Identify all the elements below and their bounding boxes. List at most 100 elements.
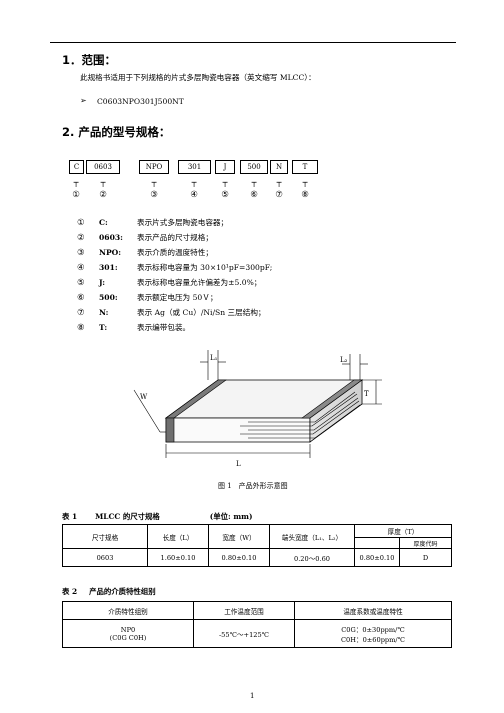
legend-description: 表示片式多层陶瓷电容器； (137, 218, 229, 227)
code-marker-number: ⑧ (301, 190, 309, 200)
legend-number: ⑦ (77, 307, 85, 318)
legend-description: 表示额定电压为 50Ｖ； (137, 293, 218, 302)
legend-item: ② 0603: 表示产品的尺寸规格； (77, 231, 213, 244)
legend-number: ② (77, 232, 85, 243)
table-row: 0603 1.60±0.10 0.80±0.10 0.20～0.60 0.80±… (62, 548, 452, 567)
code-part-box: 0603 (86, 160, 120, 174)
code-marker-tick: ┬ (251, 178, 257, 187)
table-1-caption: 表 1 MLCC 的尺寸规格 (单位: mm) (62, 511, 253, 522)
code-marker-number: ⑦ (275, 190, 283, 200)
legend-item: ⑤ J: 表示标称电容量允许偏差为±5.0%； (77, 276, 261, 289)
table-1-number: 表 1 (62, 512, 78, 521)
code-marker-number: ④ (190, 190, 198, 200)
table-2-number: 表 2 (62, 587, 78, 596)
legend-item: ③ NPO: 表示介质的温度特性； (77, 246, 213, 259)
table-sub-header: 厚度代码 (399, 537, 452, 549)
capacitor-diagram: L₁ L₂ T W L (133, 350, 382, 468)
legend-item: ① C: 表示片式多层陶瓷电容器； (77, 216, 228, 229)
table-cell: 1.60±0.10 (147, 548, 209, 567)
code-marker-number: ① (72, 190, 80, 200)
legend-number: ③ (77, 247, 85, 258)
code-part-box: N (270, 160, 288, 174)
table-header: 温度系数或温度特性 (294, 601, 452, 620)
legend-description: 表示介质的温度特性； (137, 248, 213, 257)
table-1-unit: (单位: mm) (209, 512, 253, 521)
code-marker-number: ③ (150, 190, 158, 200)
table-cell: NP0 (C0G C0H) (62, 619, 194, 648)
code-marker-tick: ┬ (100, 178, 106, 187)
code-marker-tick: ┬ (73, 178, 79, 187)
legend-code: 500: (99, 293, 118, 302)
figure-caption: 图 1 产品外形示意图 (218, 482, 288, 490)
left-terminal-front (165, 417, 175, 443)
legend-code: C: (99, 218, 108, 227)
table-header: 宽度（W） (208, 524, 270, 549)
dim-label-l: L (236, 460, 241, 468)
group-name: NP0 (120, 625, 136, 634)
legend-code: J: (99, 278, 106, 287)
legend-description: 表示标称电容量为 30×10¹pF=300pF; (137, 263, 273, 272)
table-cell: 0.20～0.60 (269, 548, 355, 567)
code-part-box: 500 (240, 160, 268, 174)
electrode-layers (240, 391, 361, 439)
dim-label-t: T (364, 390, 369, 398)
legend-item: ④ 301: 表示标称电容量为 30×10¹pF=300pF; (77, 261, 272, 274)
table-row: NP0 (C0G C0H) -55℃～+125℃ C0G：0±30ppm/℃ C… (62, 619, 452, 648)
table-cell: 0.80±0.10 (354, 548, 400, 567)
table-cell: 0603 (62, 548, 148, 567)
legend-code: T: (99, 323, 108, 332)
legend-number: ⑧ (77, 322, 85, 333)
table-cell: -55℃～+125℃ (193, 619, 295, 648)
dielectric-table: 介质特性组别 工作温度范围 温度系数或温度特性 NP0 (C0G C0H) -5… (62, 601, 452, 648)
code-marker-tick: ┬ (222, 178, 228, 187)
page-number: 1 (250, 692, 255, 700)
legend-code: NPO: (99, 248, 122, 257)
dimensions-table: 尺寸规格 长度（L） 宽度（W） 端头宽度（L₁、L₂） 厚度（T） 厚度代码 … (62, 524, 452, 567)
table-header: 尺寸规格 (62, 524, 148, 549)
legend-number: ① (77, 217, 85, 228)
table-cell: 0.80±0.10 (208, 548, 270, 567)
code-marker-number: ⑤ (221, 190, 229, 200)
section-1-title: 1．范围： (62, 53, 117, 67)
code-part-box: 301 (178, 160, 211, 174)
code-marker-tick: ┬ (276, 178, 282, 187)
table-header: 介质特性组别 (62, 601, 194, 620)
table-header: 厚度（T） (354, 524, 452, 538)
coef-c0h: C0H：0±60ppm/℃ (341, 635, 405, 644)
table-header: 端头宽度（L₁、L₂） (269, 524, 355, 549)
section-2-title: 2. 产品的型号规格： (62, 125, 171, 139)
product-code: C0603NPO301J500NT (97, 97, 184, 106)
table-header: 工作温度范围 (193, 601, 295, 620)
coef-c0g: C0G：0±30ppm/℃ (341, 625, 405, 634)
code-part-box: C (69, 160, 84, 174)
dim-label-l1: L₁ (210, 354, 218, 362)
arrow-bullet-icon: ➢ (80, 96, 87, 105)
table-header: 长度（L） (147, 524, 209, 549)
dim-label-l2: L₂ (340, 356, 348, 364)
code-part-box: T (292, 160, 318, 174)
table-cell: C0G：0±30ppm/℃ C0H：0±60ppm/℃ (294, 619, 452, 648)
code-marker-tick: ┬ (191, 178, 197, 187)
code-marker-tick: ┬ (302, 178, 308, 187)
code-marker-tick: ┬ (151, 178, 157, 187)
legend-description: 表示产品的尺寸规格； (137, 233, 213, 242)
legend-description: 表示 Ag（或 Cu）/Ni/Sn 三层结构； (137, 308, 266, 317)
legend-item: ⑦ N: 表示 Ag（或 Cu）/Ni/Sn 三层结构； (77, 306, 266, 319)
header-rule (50, 42, 456, 43)
legend-code: N: (99, 308, 109, 317)
legend-code: 301: (99, 263, 118, 272)
dim-label-w: W (140, 393, 148, 401)
legend-description: 表示标称电容量允许偏差为±5.0%； (137, 278, 262, 287)
legend-code: 0603: (99, 233, 123, 242)
group-codes: (C0G C0H) (109, 633, 147, 642)
table-2-title: 产品的介质特性组别 (89, 587, 156, 596)
code-part-box: J (215, 160, 235, 174)
legend-number: ⑤ (77, 277, 85, 288)
section-1-description: 此规格书适用于下列规格的片式多层陶瓷电容器（英文缩写 MLCC）： (80, 73, 316, 82)
code-marker-number: ② (99, 190, 107, 200)
table-2-caption: 表 2 产品的介质特性组别 (62, 586, 156, 597)
legend-number: ④ (77, 262, 85, 273)
table-cell: D (399, 548, 452, 567)
